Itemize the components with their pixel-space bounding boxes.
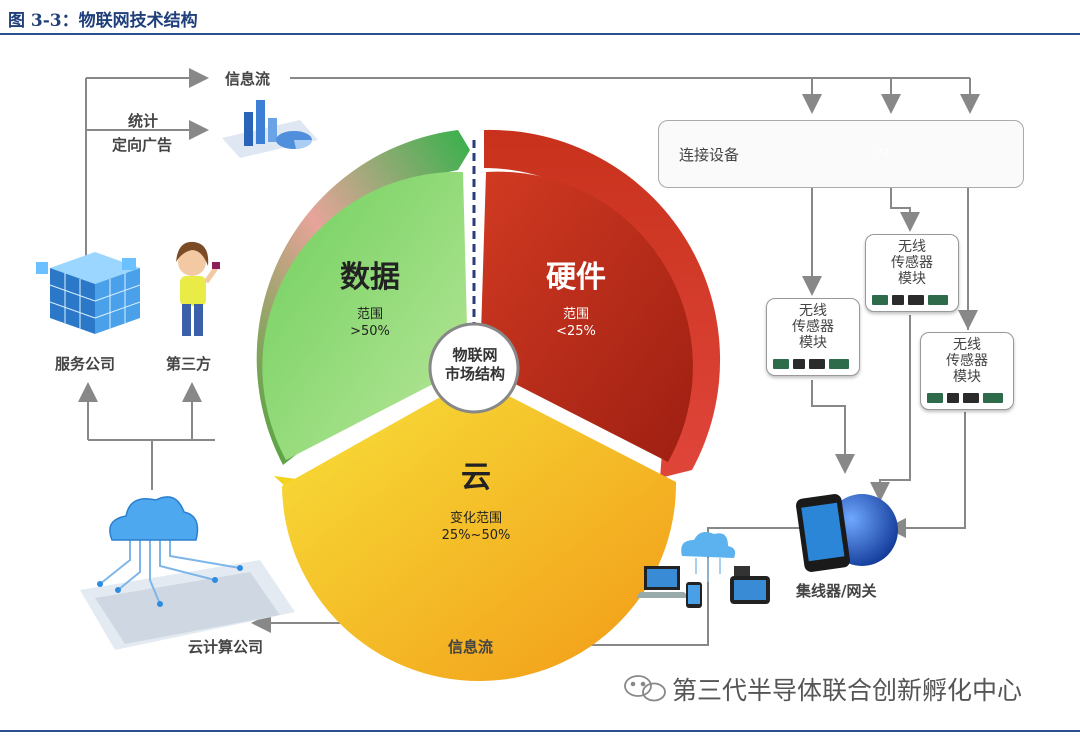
pie-data-range: 范围 >50%: [330, 306, 410, 340]
sensor-module-text: 无线 传感器 模块: [767, 303, 859, 351]
sensor-module-line2: 传感器: [891, 255, 933, 271]
stats-label: 统计: [128, 112, 159, 130]
watermark-text: 第三代半导体联合创新孵化中心: [672, 676, 1023, 705]
sensor-module-box-3: 无线 传感器 模块: [920, 332, 1014, 410]
pie-data-range-label: 范围: [356, 307, 383, 322]
top-rule: [0, 33, 1080, 35]
pie-center-label: 物联网 市场结构: [430, 346, 520, 384]
hub-label: 集线器/网关: [796, 582, 877, 600]
sensor-module-line1: 无线: [898, 239, 926, 255]
connected-devices-label: 连接设备: [679, 146, 740, 164]
targeted-ads-label: 定向广告: [112, 136, 173, 154]
pie-cloud-range: 变化范围 25%~50%: [426, 510, 526, 544]
sensor-module-line1: 无线: [799, 303, 827, 319]
pie-data-name: 数据: [340, 260, 400, 295]
sensor-module-line1: 无线: [953, 337, 981, 353]
sensor-module-text: 无线 传感器 模块: [921, 337, 1013, 385]
third-party-person-icon: [176, 241, 220, 336]
sensor-chips: [927, 389, 1007, 403]
pie-cloud-range-label: 变化范围: [449, 511, 502, 526]
service-company-label: 服务公司: [55, 355, 116, 373]
sensor-chips: [773, 355, 853, 369]
sensor-module-text: 无线 传感器 模块: [866, 239, 958, 287]
sensor-module-line2: 传感器: [792, 319, 834, 335]
wechat-icon: [624, 675, 666, 702]
pie-hardware-range: 范围 <25%: [536, 306, 616, 340]
pie-cloud-range-value: 25%~50%: [441, 528, 511, 543]
pie-center-line1: 物联网: [452, 346, 498, 364]
cloud-network-icon: [80, 496, 295, 650]
sensor-module-line2: 传感器: [946, 353, 988, 369]
cloud-company-label: 云计算公司: [188, 638, 264, 656]
pie-data-range-value: >50%: [350, 324, 390, 339]
pie-hardware-name: 硬件: [546, 260, 606, 295]
thermostat-reading: 72: [876, 147, 890, 158]
pie-cloud-name: 云: [461, 460, 491, 495]
connected-devices-box: 连接设备 72: [658, 120, 1024, 188]
sensor-module-line3: 模块: [799, 335, 827, 351]
bottom-rule: [0, 730, 1080, 732]
pie-center-line2: 市场结构: [444, 365, 505, 383]
pie-hardware-range-value: <25%: [556, 324, 596, 339]
sensor-module-line3: 模块: [898, 271, 926, 287]
data-cube-icon: [36, 252, 141, 334]
figure-title: 图 3-3：物联网技术结构: [8, 11, 198, 31]
hub-gateway-icon: [795, 494, 898, 572]
sensor-module-box-1: 无线 传感器 模块: [766, 298, 860, 376]
sensor-chips: [872, 291, 952, 305]
devices-cluster-icon: [636, 532, 770, 608]
pie-sectors: [262, 140, 693, 682]
info-flow-top-label: 信息流: [225, 70, 271, 88]
top-flow-lines: [85, 68, 980, 262]
info-flow-bottom-label: 信息流: [448, 638, 494, 656]
stats-chart-icon: [222, 100, 318, 158]
pie-hardware-range-label: 范围: [562, 307, 589, 322]
sensor-module-box-2: 无线 传感器 模块: [865, 234, 959, 312]
sensor-module-line3: 模块: [953, 369, 981, 385]
third-party-label: 第三方: [166, 355, 212, 373]
device-flow-lines: [802, 140, 978, 538]
